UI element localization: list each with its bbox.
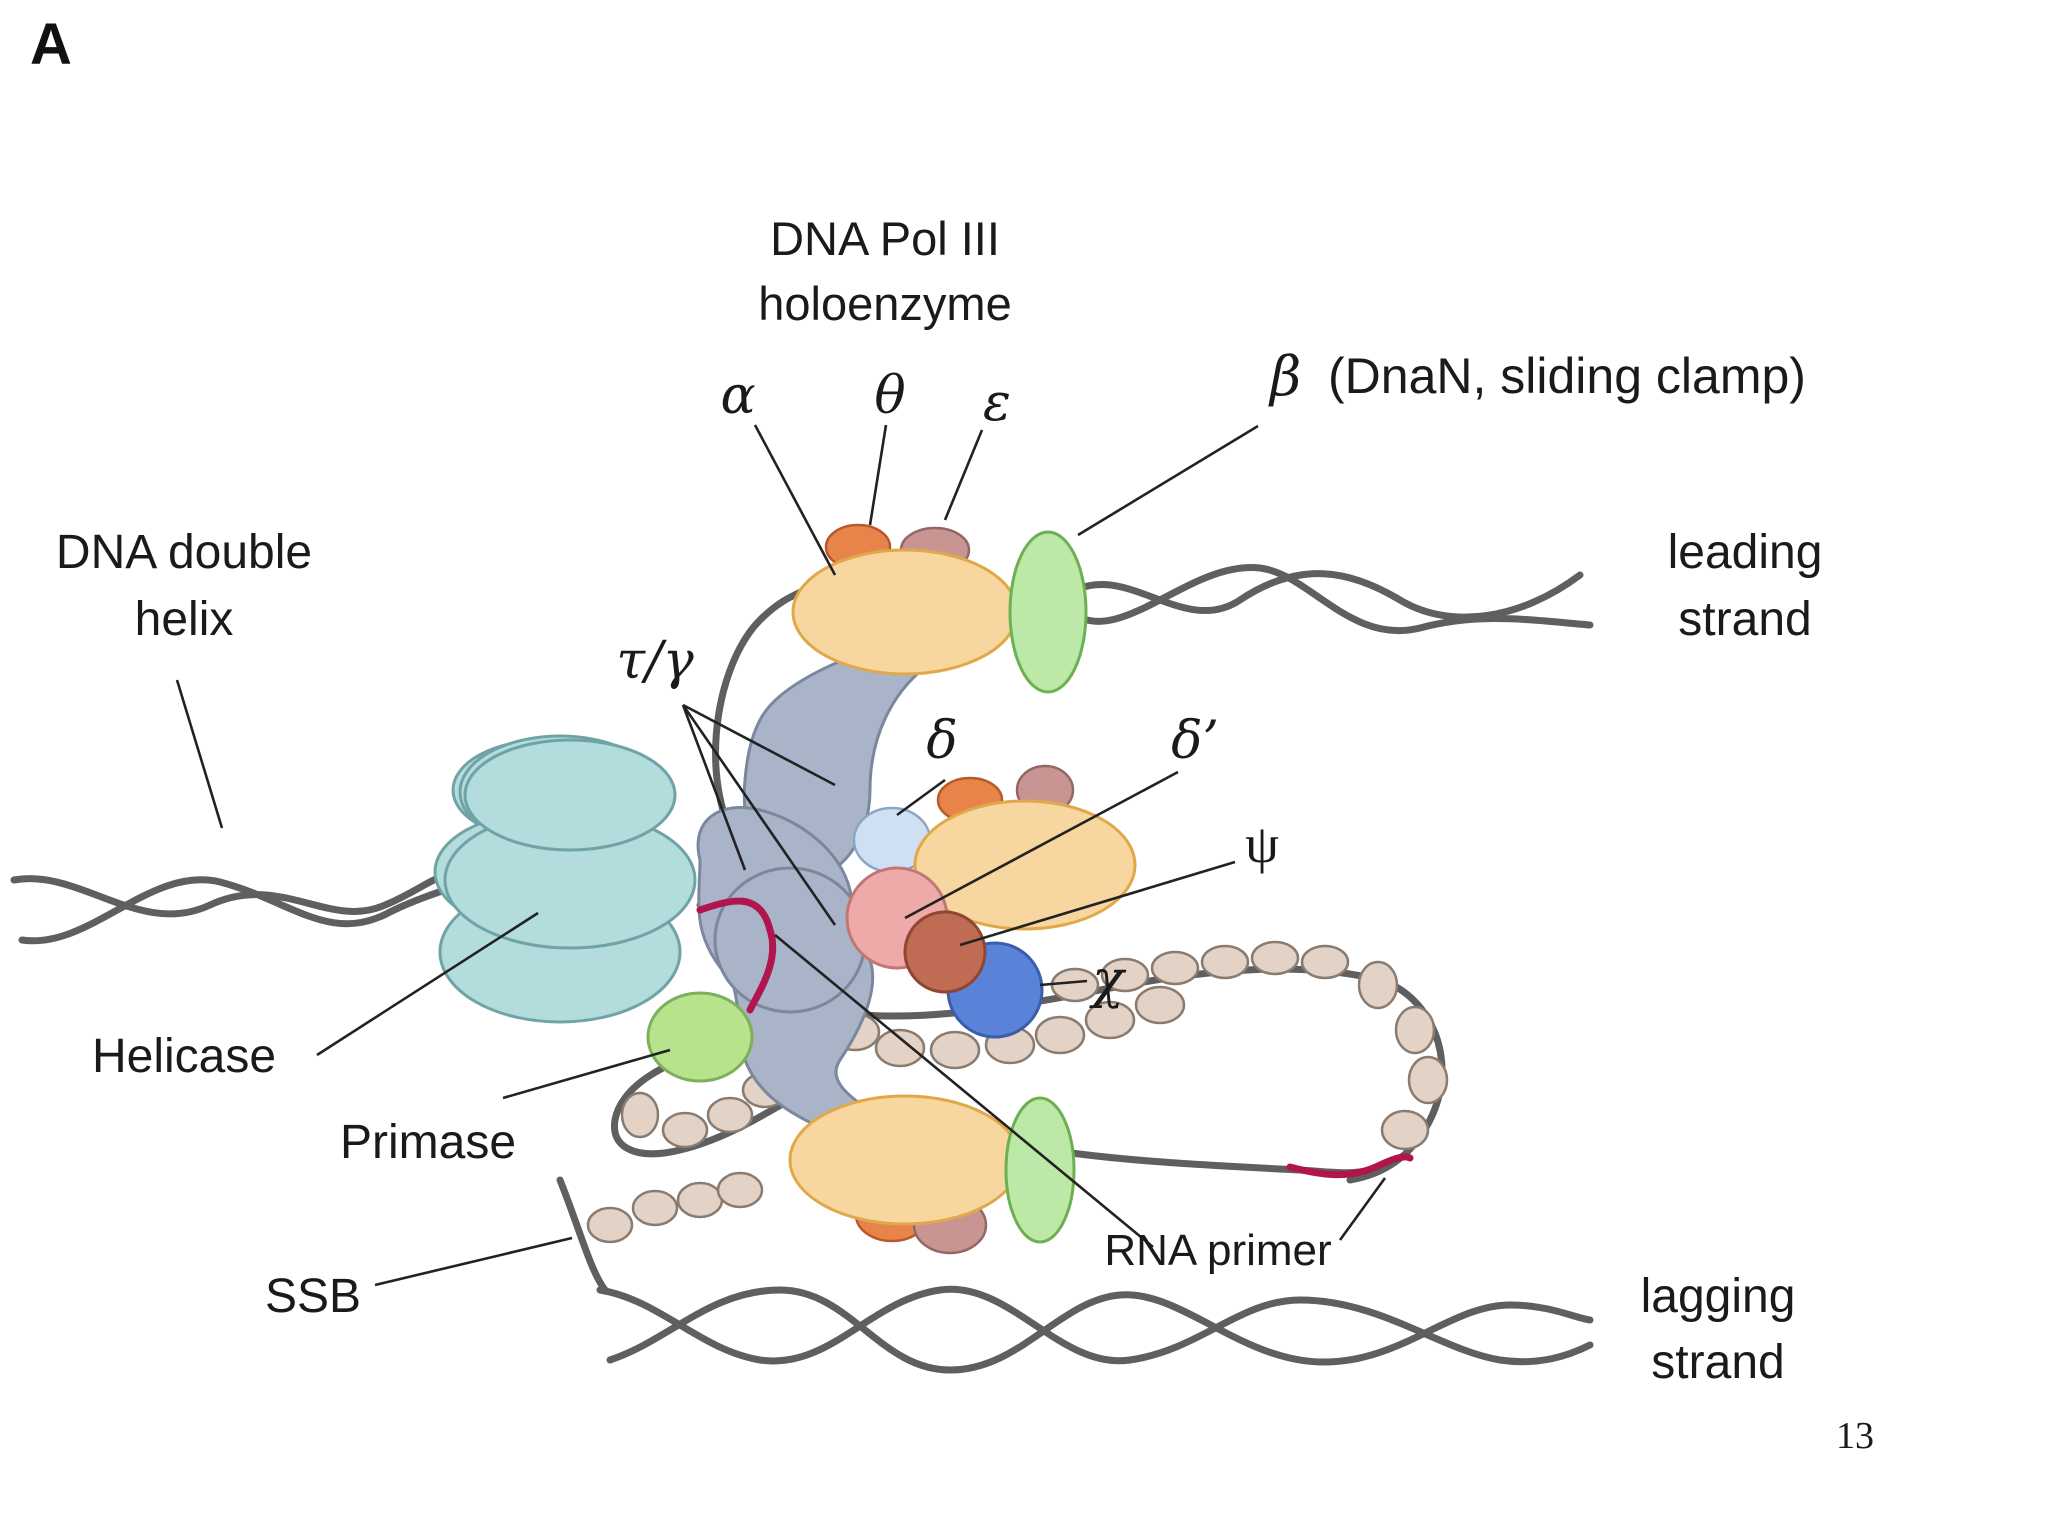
page-number: 13 [1836, 1415, 1874, 1457]
tau-gamma-leader-1 [682, 703, 836, 787]
epsilon-leader [943, 429, 984, 521]
lagging-helix-strand-1 [596, 1285, 1594, 1366]
ssb-bead [661, 1111, 709, 1149]
delta-label: δ [926, 711, 957, 771]
primase-leader [502, 1048, 671, 1100]
ssb-bead [1394, 1005, 1436, 1055]
ssb-bead [1380, 1109, 1430, 1151]
ssb-bead [716, 1171, 764, 1209]
psi-subunit [903, 910, 987, 994]
ssb-bead [874, 1028, 926, 1068]
ssb-bead [631, 1189, 679, 1227]
ssb-bead [1250, 940, 1300, 976]
lagging-helix-strand-2 [606, 1286, 1594, 1374]
leading-strand-label-line2: strand [1678, 593, 1811, 646]
beta-label-text: (DnaN, sliding clamp) [1328, 348, 1806, 404]
alpha-subunit [791, 548, 1019, 676]
beta-clamp-lagging [1004, 1096, 1076, 1244]
ssb-bead [1200, 944, 1250, 980]
beta-leader [1077, 424, 1259, 537]
holoenzyme-title-line2: holoenzyme [758, 277, 1011, 330]
primase-label: Primase [340, 1116, 516, 1169]
ssb-bead [620, 1091, 660, 1139]
beta-label-symbol: β [1268, 345, 1301, 408]
primase [646, 991, 754, 1083]
rna-primer-fork [696, 897, 777, 1014]
tau-gamma-label: τ/γ [616, 631, 694, 691]
alpha-subunit-2 [913, 799, 1137, 931]
rna-primer-leader [774, 933, 1154, 1249]
ssb-bead [676, 1181, 724, 1219]
ssb-bead [1084, 1000, 1136, 1040]
leader-lines [175, 424, 1387, 1287]
lagging-polymerase-core-upper [913, 764, 1137, 931]
beta-clamp-leading [1008, 530, 1088, 694]
rna-primer-lagging-leader [1338, 1177, 1387, 1241]
tau-gamma-leader-2 [681, 704, 747, 871]
ssb-label: SSB [265, 1270, 361, 1323]
ssb-bead [1357, 960, 1399, 1010]
psi-leader [959, 860, 1236, 947]
lagging-strand-label-line1: lagging [1641, 1270, 1796, 1323]
theta-leader [868, 424, 888, 526]
leading-helix-strand-2 [1066, 564, 1594, 634]
leading-template-strand [712, 586, 809, 834]
ssb-bead [1134, 985, 1186, 1025]
dna-helix-label-line2: helix [135, 593, 234, 646]
holoenzyme-title-line1: DNA Pol III [770, 212, 1000, 265]
dna-helix-label-line1: DNA double [56, 526, 312, 579]
parental-helix-strand-1 [10, 871, 449, 918]
helicase-leader [316, 911, 539, 1057]
ssb-bead [706, 1096, 754, 1134]
parental-helix-strand-2 [18, 876, 449, 945]
epsilon-label: ε [983, 373, 1011, 433]
ssb-bead [1150, 950, 1200, 986]
alpha-leader [753, 424, 837, 576]
ssb-bead [1050, 967, 1100, 1003]
ssb-bead [586, 1206, 634, 1244]
dna-helix-leader [175, 679, 224, 829]
ssb-bead [929, 1030, 981, 1070]
lagging-strand-lead-in [556, 1176, 609, 1294]
delta-leader [896, 778, 946, 817]
delta-prime-leader [904, 770, 1179, 920]
ssb-leader [374, 1236, 573, 1287]
chi-leader [1039, 979, 1088, 987]
delta-prime-label: δ’ [1171, 711, 1219, 771]
alpha-label: α [720, 366, 755, 426]
ssb-bead [1100, 957, 1150, 993]
leading-polymerase-core [791, 523, 1088, 694]
ssb-bead [1034, 1015, 1086, 1055]
leading-strand-label-line1: leading [1668, 526, 1823, 579]
ssb-bead [1300, 944, 1350, 980]
lagging-polymerase-core-lower [788, 1094, 1076, 1255]
alpha-subunit-3 [788, 1094, 1022, 1226]
rna-primer-label: RNA primer [1104, 1226, 1331, 1275]
helicase [433, 734, 697, 1024]
psi-label: ψ [1245, 814, 1279, 874]
theta-label: θ [874, 366, 905, 426]
panel-letter: A [30, 12, 72, 77]
chi-label: χ [1088, 950, 1127, 1010]
lagging-strand-label-line2: strand [1651, 1336, 1784, 1389]
ssb-bead [1407, 1055, 1449, 1105]
tau-gamma-leader-3 [681, 704, 837, 926]
helicase-subunit [463, 738, 677, 852]
helicase-label: Helicase [92, 1030, 276, 1083]
rna-primer-lagging [1286, 1153, 1414, 1179]
